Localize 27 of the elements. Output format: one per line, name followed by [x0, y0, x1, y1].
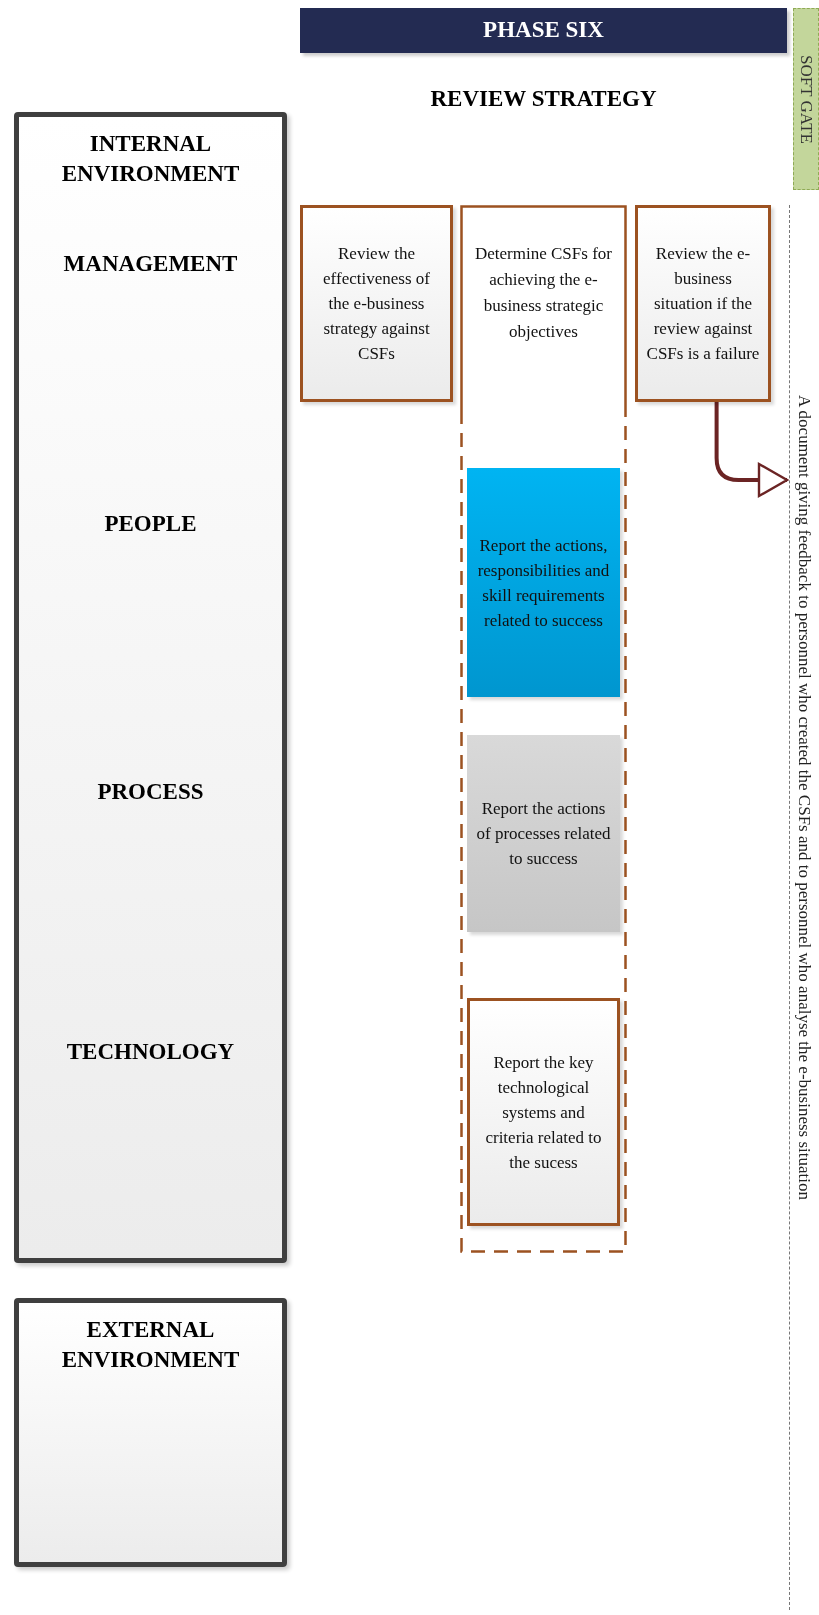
box-text: Review the e-business situation if the review against CSFs is a failure: [646, 243, 760, 365]
panel-heading: EXTERNAL ENVIRONMENT: [60, 1316, 241, 1374]
box-text: Determine CSFs for achieving the e-business strategic objectives: [474, 243, 613, 343]
environment-panel: [14, 112, 287, 1263]
row-label: PEOPLE: [103, 510, 198, 538]
process-box: [467, 735, 620, 932]
process-box: [635, 205, 771, 402]
box-text: Review the effectiveness of the e-business strategy against CSFs: [322, 243, 431, 365]
gate-label: SOFT GATE: [797, 54, 815, 144]
document-note: A document giving feedback to personnel who created the CSFs and to personnel who analyse the e-business situation: [796, 395, 813, 1202]
box-text: Report the actions, responsibilities and skill requirements related to success: [476, 534, 611, 632]
section-title: REVIEW STRATEGY: [429, 85, 658, 113]
phase-banner: [300, 8, 787, 53]
box-text: Report the key technological systems and criteria related to the sucess: [484, 1051, 603, 1174]
bent-arrow: [714, 402, 789, 498]
panel-heading: INTERNAL ENVIRONMENT: [60, 130, 241, 188]
process-box: [300, 205, 453, 402]
row-label: PROCESS: [96, 778, 205, 806]
environment-panel: [14, 1298, 287, 1567]
process-box: [467, 998, 620, 1226]
process-box: [467, 468, 620, 697]
process-column: [460, 205, 627, 1253]
row-label: MANAGEMENT: [62, 250, 239, 278]
row-label: TECHNOLOGY: [65, 1038, 236, 1066]
gate-band: [793, 8, 819, 190]
phase-title: PHASE SIX: [483, 16, 604, 45]
box-text: Report the actions of processes related to success: [475, 798, 612, 870]
